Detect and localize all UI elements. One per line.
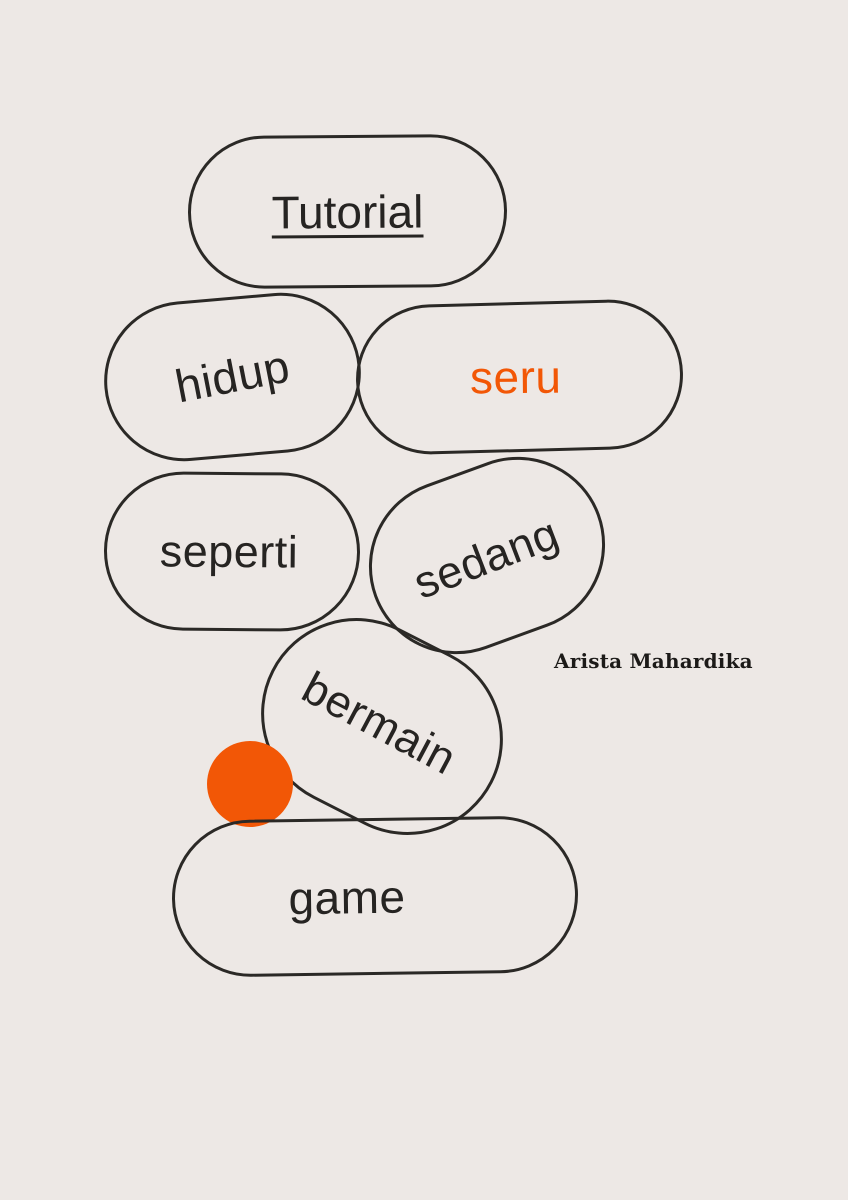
pill-tutorial[interactable]: Tutorial	[187, 133, 508, 290]
pill-sedang-label: sedang	[406, 507, 566, 609]
orange-circle-decoration	[207, 741, 293, 827]
pill-tutorial-label: Tutorial	[271, 184, 424, 239]
pill-seru-label: seru	[469, 350, 562, 404]
pill-bermain-label: bermain	[294, 661, 465, 785]
pill-seperti[interactable]: seperti	[103, 470, 361, 633]
pill-hidup-label: hidup	[170, 339, 294, 413]
author-signature: Arista Mahardika	[554, 649, 753, 673]
pill-game-label: game	[288, 870, 406, 924]
pill-seru[interactable]: seru	[354, 297, 685, 457]
pill-game[interactable]: game	[170, 815, 580, 978]
pill-seperti-label: seperti	[159, 525, 299, 578]
pill-hidup[interactable]: hidup	[97, 286, 368, 468]
